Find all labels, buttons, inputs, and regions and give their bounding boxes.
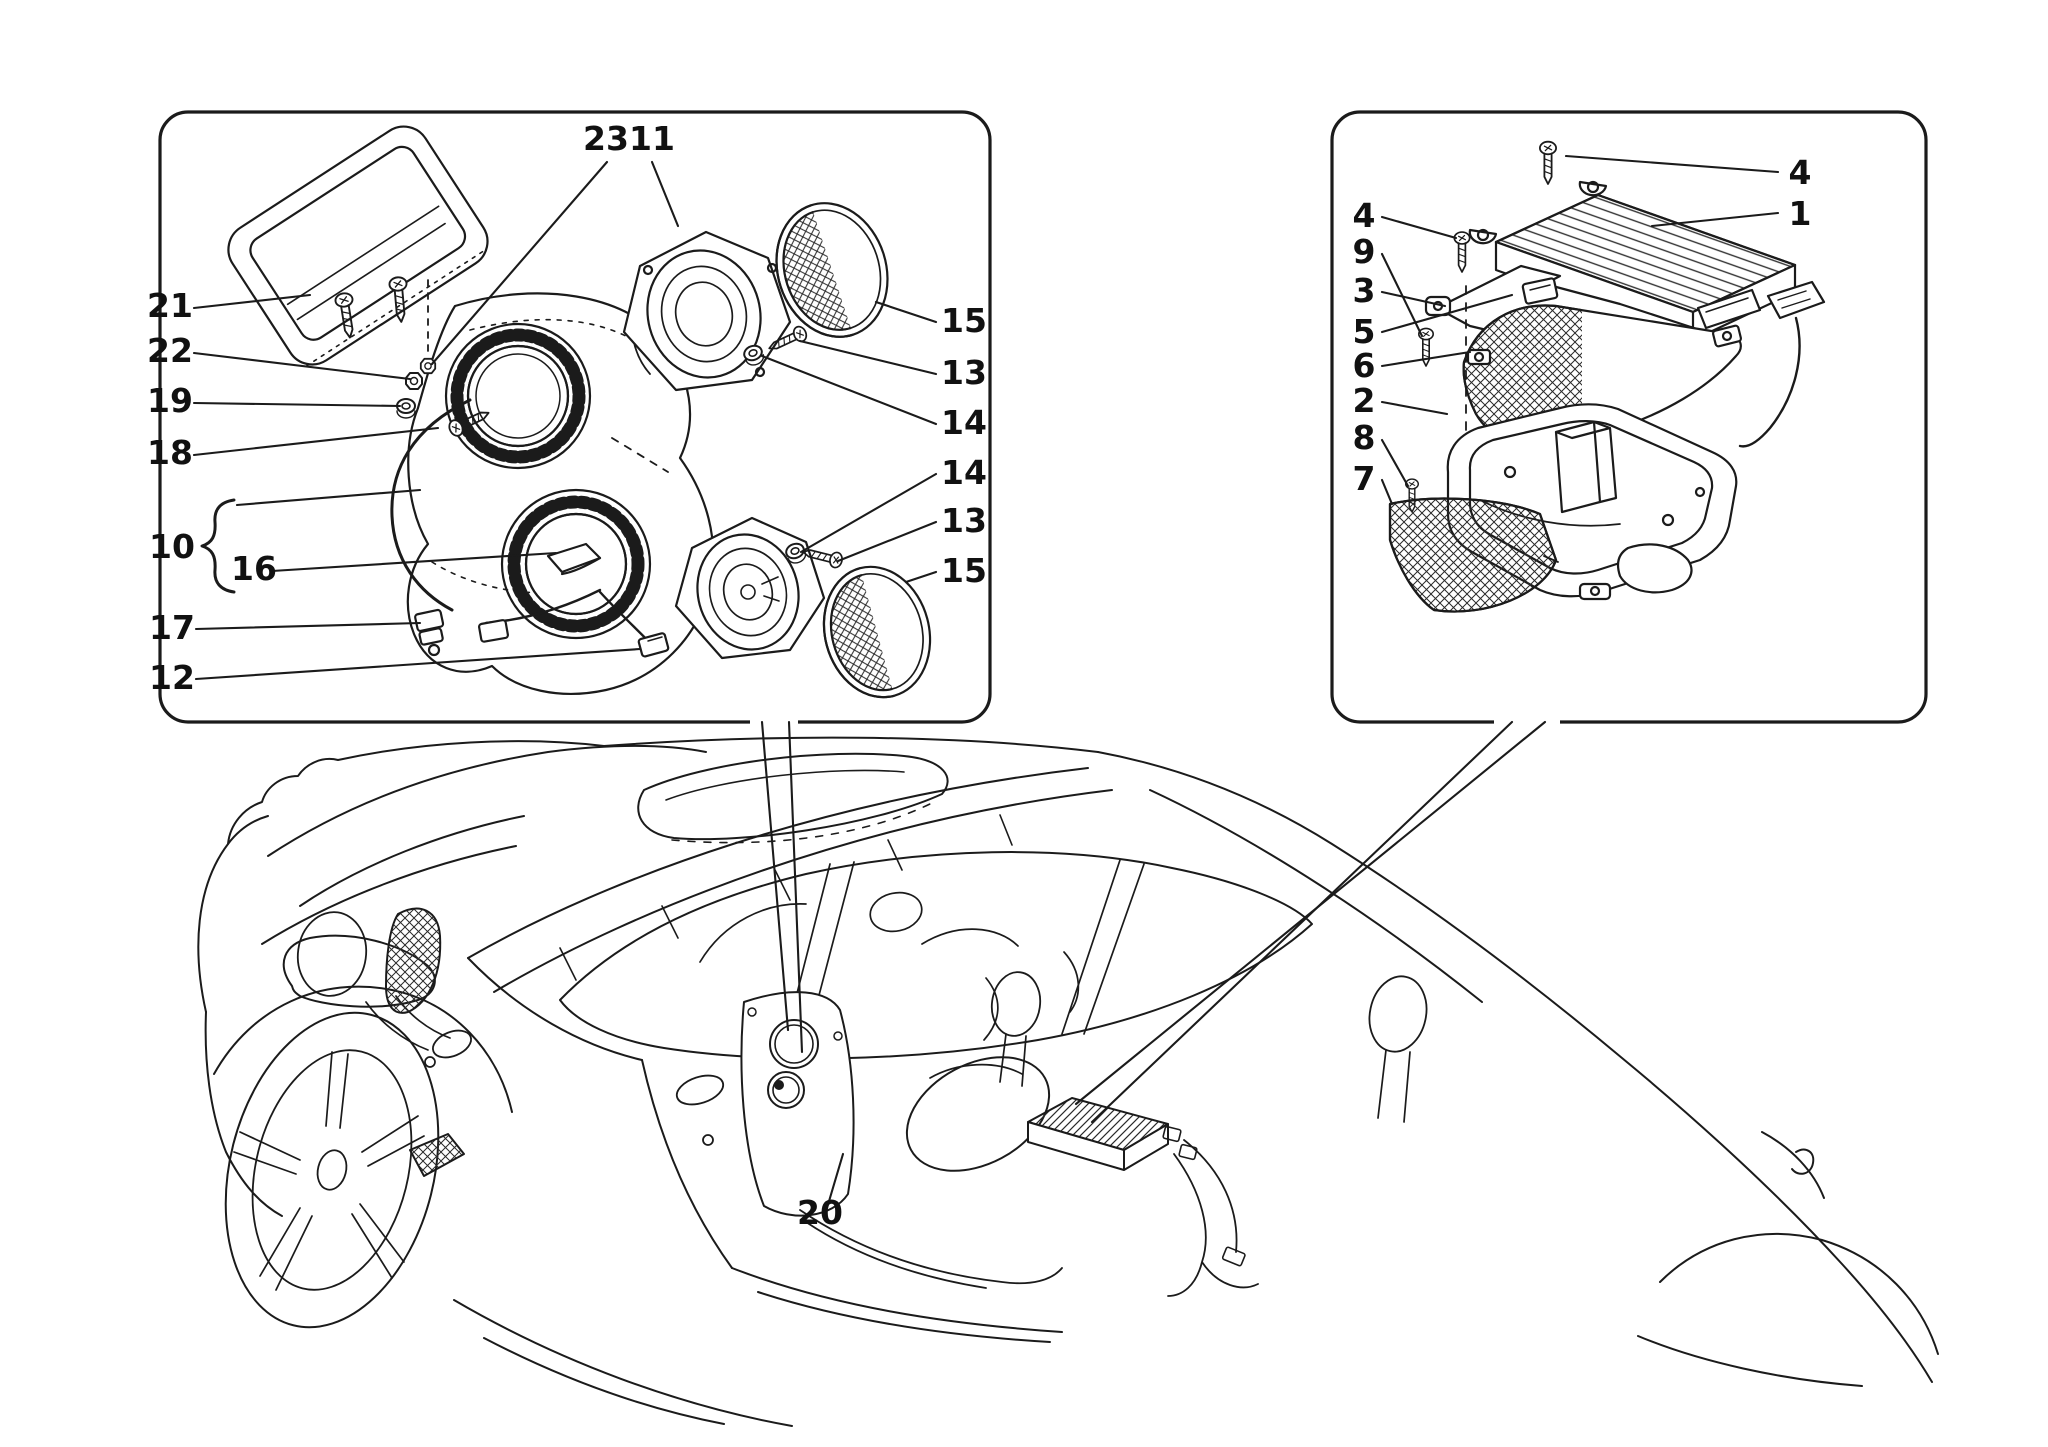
amplifier-part-1 — [1468, 140, 1826, 448]
part-label-15-lower: 15 — [941, 551, 987, 590]
leader-1 — [1650, 211, 1780, 228]
leader-14-upper — [760, 354, 938, 426]
car-line-art — [197, 736, 1939, 1427]
car-amplifier-unit — [1027, 1097, 1259, 1297]
leader-lines — [192, 154, 1780, 1210]
leader-4-left — [1380, 215, 1458, 240]
left-box-gap — [750, 704, 798, 742]
car-windshield-and-sunroof — [467, 752, 1113, 993]
upper-speaker-part-11 — [622, 230, 792, 392]
car-door-and-mirror — [282, 934, 1063, 1343]
leader-10 — [235, 488, 422, 507]
part-label-1: 1 — [1789, 194, 1812, 233]
kick-panel-part-7 — [1388, 497, 1559, 613]
leader-13-lower — [836, 520, 938, 563]
part-label-6: 6 — [1353, 346, 1376, 385]
part-label-9: 9 — [1353, 232, 1376, 271]
panel-to-car-line-a — [760, 720, 790, 1032]
leader-2 — [1380, 400, 1449, 416]
leader-4-right — [1564, 154, 1780, 174]
leader-5 — [1380, 293, 1514, 334]
car-side-glass-and-interior — [559, 851, 1428, 1172]
leader-17 — [194, 621, 422, 631]
part-label-10: 10 — [149, 527, 195, 566]
part-label-4-right: 4 — [1789, 153, 1812, 192]
leader-13-upper — [798, 339, 938, 376]
left-callout-box — [158, 110, 992, 724]
leader-19 — [192, 401, 402, 408]
leader-15-upper — [874, 300, 938, 324]
part-label-12: 12 — [149, 658, 195, 697]
leader-9 — [1380, 252, 1424, 338]
brace-10-16 — [200, 498, 236, 594]
leader-20 — [825, 1152, 845, 1210]
leader-6 — [1380, 350, 1472, 368]
part-label-22: 22 — [147, 331, 193, 370]
part-label-16: 16 — [231, 549, 277, 588]
part-label-2: 2 — [1353, 381, 1376, 420]
part-label-21: 21 — [147, 286, 193, 325]
leader-11 — [650, 160, 680, 228]
part-number-labels: 23 11 21 22 19 18 10 16 17 12 15 13 14 1… — [147, 119, 1811, 1232]
leader-22 — [192, 351, 412, 381]
leader-14-lower — [799, 472, 938, 554]
armrest-pocket-part-21 — [227, 125, 489, 367]
lower-speaker-ring — [500, 488, 652, 640]
fastener-cluster-22-19-18-23 — [395, 279, 494, 439]
console-tray-part-2 — [1404, 403, 1738, 601]
upper-grille-part-15 — [775, 199, 890, 339]
leader-7 — [1380, 478, 1394, 506]
lower-speaker-part-11b — [674, 516, 826, 660]
part-label-17: 17 — [149, 608, 195, 647]
lower-grille-part-15b — [822, 562, 933, 700]
part-label-3: 3 — [1353, 271, 1376, 310]
car-door-speaker-panel — [740, 991, 1063, 1289]
part-label-13-lower: 13 — [941, 501, 987, 540]
part-label-7: 7 — [1353, 459, 1376, 498]
part-label-4-left: 4 — [1353, 196, 1376, 235]
leader-12 — [194, 647, 642, 681]
part-label-18: 18 — [147, 433, 193, 472]
car-fender-vents — [296, 907, 465, 1177]
leader-3 — [1380, 290, 1447, 308]
leader-23 — [430, 160, 609, 366]
part-label-8: 8 — [1353, 418, 1376, 457]
car-body — [197, 736, 1939, 1427]
part-label-14-lower: 14 — [941, 453, 987, 492]
leader-8 — [1380, 438, 1410, 488]
panel-to-car-line-b — [787, 720, 804, 1054]
panel-to-car-line-c — [1090, 720, 1514, 1124]
part-label-11: 11 — [629, 119, 675, 158]
right-callout-box — [1330, 110, 1928, 724]
part-label-13-upper: 13 — [941, 353, 987, 392]
car-front-wheel — [213, 985, 513, 1329]
wiring-harness-part-16-17-12 — [390, 398, 670, 658]
part-label-15-upper: 15 — [941, 301, 987, 340]
part-label-5: 5 — [1353, 312, 1376, 351]
leader-18 — [192, 426, 440, 457]
part-label-14-upper: 14 — [941, 403, 987, 442]
upper-speaker-ring — [444, 322, 592, 470]
part-label-20: 20 — [797, 1193, 843, 1232]
part-label-19: 19 — [147, 381, 193, 420]
part-label-23: 23 — [583, 119, 629, 158]
alignment-dash-left — [611, 437, 669, 473]
leader-21 — [192, 293, 312, 310]
panel-to-car-line-d — [1074, 720, 1547, 1106]
leader-15-lower — [904, 570, 938, 584]
leader-16 — [270, 551, 558, 573]
